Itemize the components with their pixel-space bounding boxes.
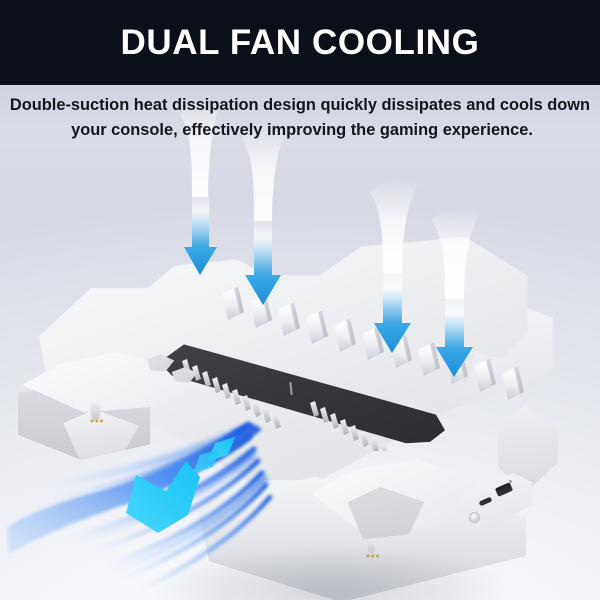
header-banner: DUAL FAN COOLING [0,0,600,85]
cooling-stand-illustration [0,85,600,600]
top-slot-left [147,354,175,372]
exhaust-chevron [193,437,235,473]
status-led [509,480,512,483]
vent-teeth [182,359,388,451]
intake-airflow-arrows [180,97,480,377]
subtitle-line-2: your console, effectively improving the … [71,121,533,139]
right-charging-pin [368,540,375,553]
exhaust-arrow-head [126,461,200,533]
top-slot-right [171,367,198,383]
product-photo [0,85,600,600]
left-charging-pin [92,404,99,418]
power-button [469,512,480,523]
page-title: DUAL FAN COOLING [120,23,480,62]
right-charging-contacts [364,553,380,559]
exhaust-airflow-streams [0,415,330,600]
subtitle-line-1: Double-suction heat dissipation design q… [9,96,591,114]
left-charging-contacts [88,418,104,424]
heat-fin-comb [210,260,540,440]
product-contact-shadow [150,545,510,600]
subtitle-block: Double-suction heat dissipation design q… [0,85,600,147]
